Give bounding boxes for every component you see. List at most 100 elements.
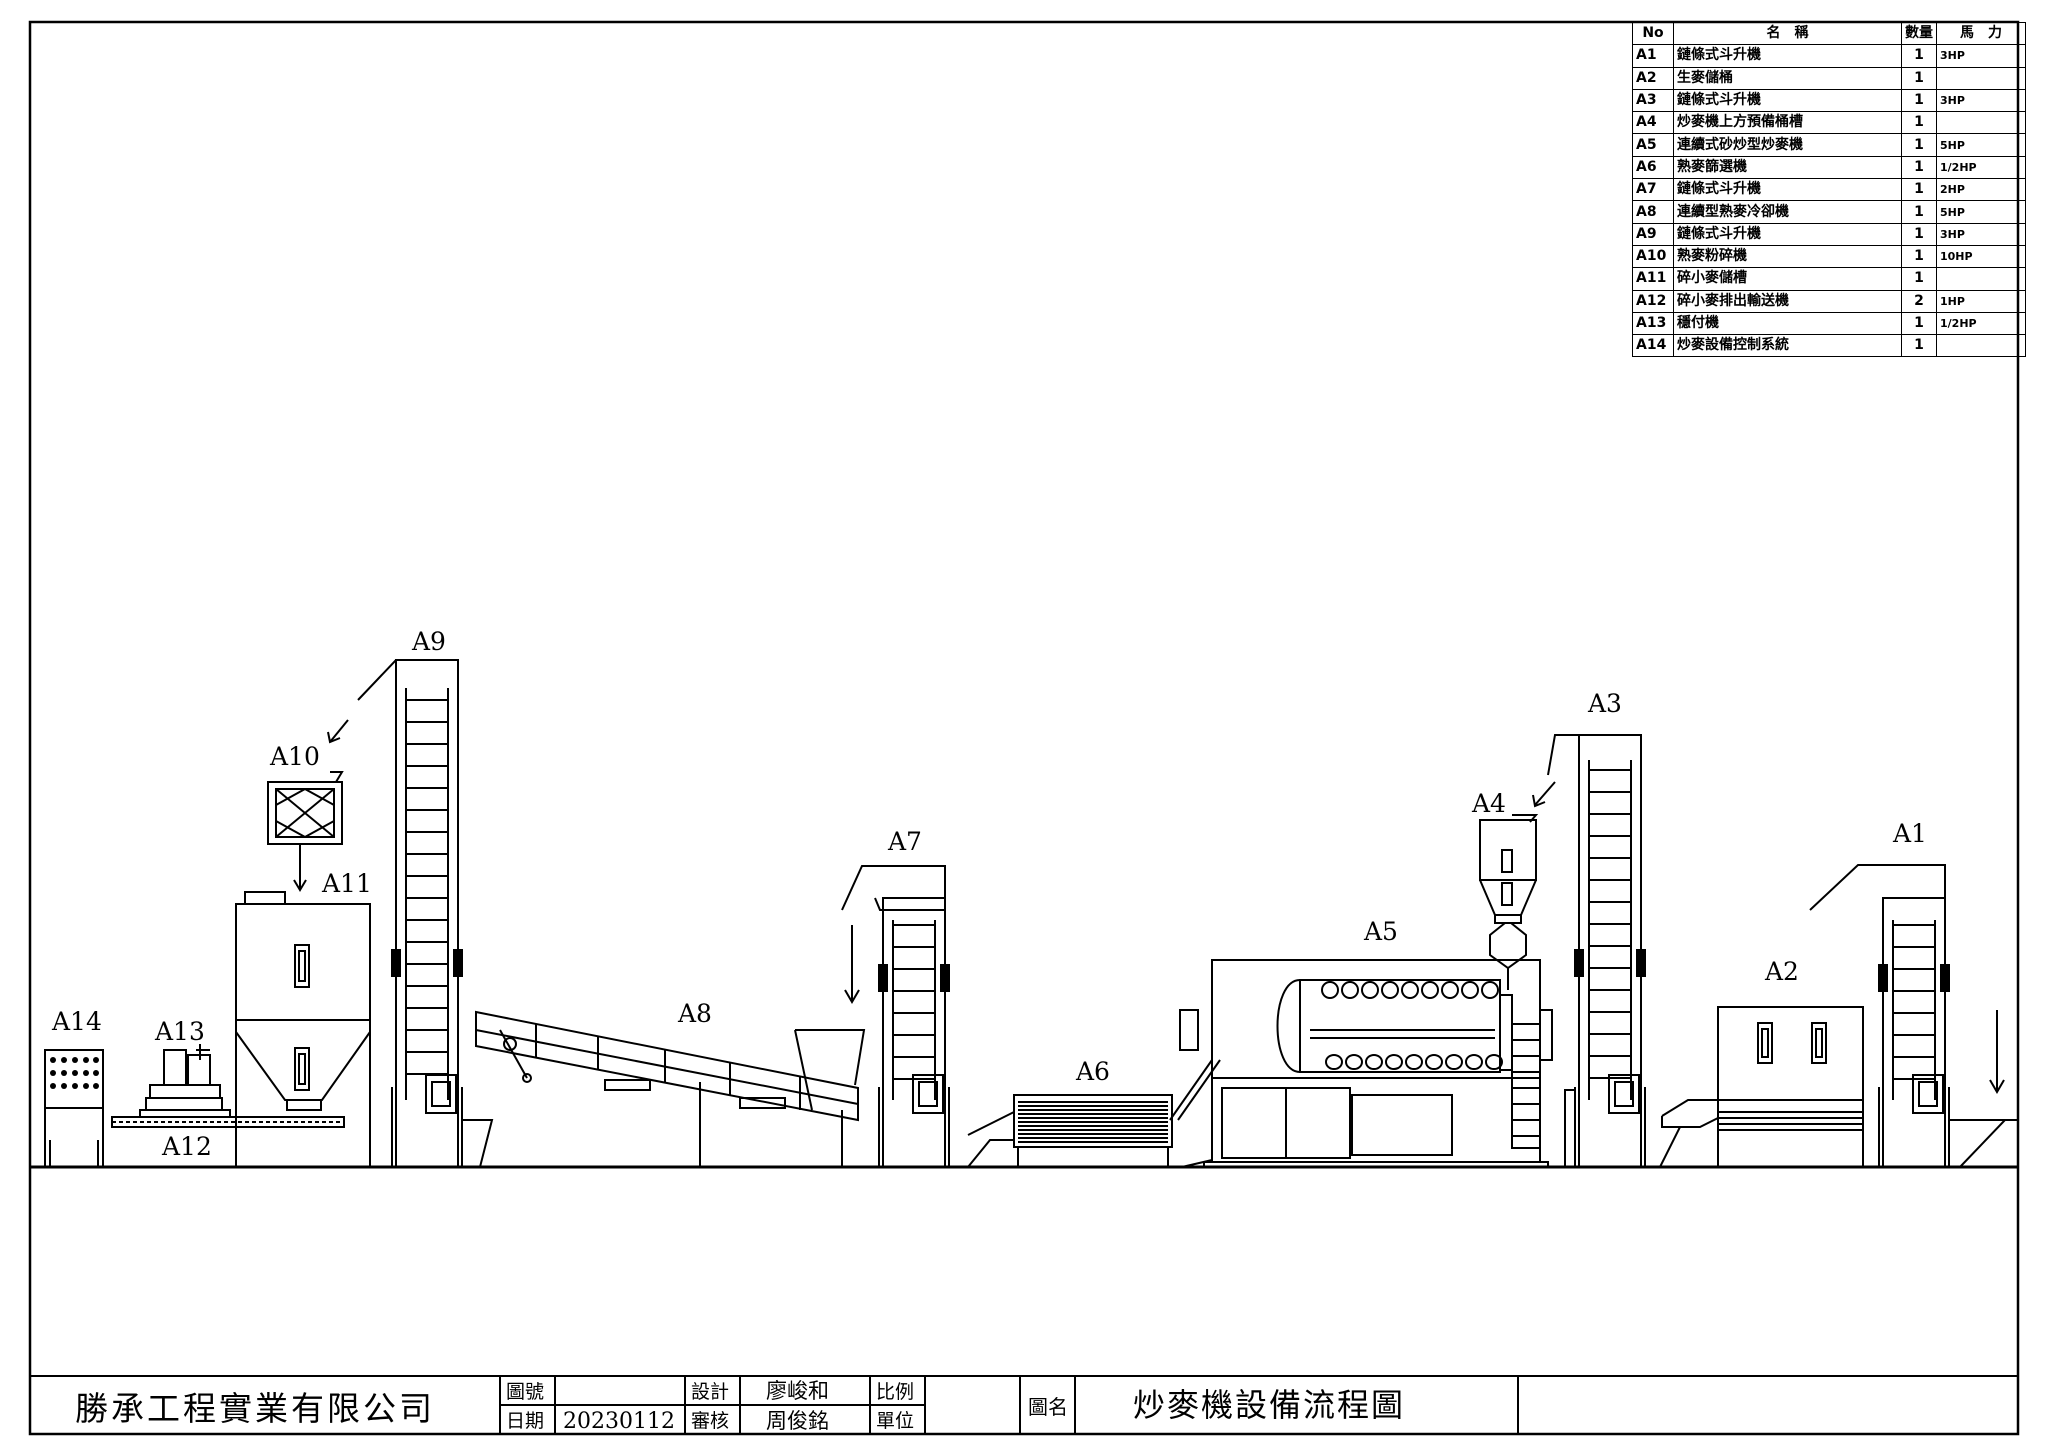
part-qty: 1	[1901, 244, 1937, 269]
discharge-conveyor-a12	[111, 1116, 345, 1128]
part-qty: 1	[1901, 311, 1937, 336]
part-qty: 1	[1901, 155, 1937, 180]
bucket-elevator-a3	[1547, 734, 1646, 1168]
control-panel-a14	[44, 1049, 104, 1168]
parts-list-header: No 名 稱 數量 馬 力	[1632, 21, 2026, 46]
sieve-a6	[967, 1094, 1173, 1168]
part-no: A12	[1632, 289, 1674, 313]
part-hp: 10HP	[1936, 244, 2026, 269]
label-a4: A4	[1471, 789, 1506, 818]
part-qty: 1	[1901, 44, 1937, 68]
part-qty: 1	[1901, 111, 1937, 135]
part-hp	[1936, 334, 2026, 358]
drawing-title: 炒麥機設備流程圖	[1133, 1386, 1405, 1424]
pulverizer-a10	[267, 719, 349, 892]
part-qty: 1	[1901, 133, 1937, 157]
bucket-elevator-a7	[841, 865, 950, 1168]
date-label: 日期	[506, 1410, 544, 1432]
part-hp: 1/2HP	[1936, 311, 2026, 336]
part-qty: 1	[1901, 66, 1937, 90]
header-qty: 數量	[1901, 21, 1937, 46]
storage-silo-a11	[235, 891, 371, 1167]
part-name: 熟麥粉碎機	[1673, 244, 1902, 269]
label-a5: A5	[1363, 917, 1398, 946]
label-a13: A13	[154, 1017, 205, 1046]
part-hp: 5HP	[1936, 200, 2026, 224]
storage-bin-a2	[1659, 1006, 1864, 1168]
part-no: A14	[1632, 334, 1674, 358]
part-qty: 1	[1901, 222, 1937, 246]
drawing-no-label: 圖號	[506, 1381, 544, 1403]
part-qty: 1	[1901, 200, 1937, 224]
designer-name: 廖峻和	[766, 1379, 829, 1403]
design-label: 設計	[691, 1381, 729, 1403]
packing-machine-a13	[139, 1044, 231, 1118]
part-hp: 3HP	[1936, 44, 2026, 68]
bucket-elevator-a1	[1809, 864, 2018, 1168]
date-value: 20230112	[563, 1409, 675, 1434]
part-name: 鏈條式斗升機	[1673, 178, 1902, 202]
part-name: 熟麥篩選機	[1673, 155, 1902, 180]
part-name: 碎小麥儲槽	[1673, 267, 1902, 291]
part-name: 碎小麥排出輸送機	[1673, 289, 1902, 313]
part-name: 生麥儲桶	[1673, 66, 1902, 90]
part-hp: 1/2HP	[1936, 155, 2026, 180]
part-no: A8	[1632, 200, 1674, 224]
part-name: 連續型熟麥冷卻機	[1673, 200, 1902, 224]
part-no: A13	[1632, 311, 1674, 336]
part-no: A7	[1632, 178, 1674, 202]
label-a8: A8	[677, 999, 712, 1028]
part-name: 鏈條式斗升機	[1673, 88, 1902, 113]
part-no: A4	[1632, 111, 1674, 135]
part-no: A5	[1632, 133, 1674, 157]
bucket-elevator-a9	[357, 659, 494, 1168]
part-name: 連續式砂炒型炒麥機	[1673, 133, 1902, 157]
part-hp: 3HP	[1936, 88, 2026, 113]
reviewer-name: 周俊銘	[766, 1409, 829, 1433]
hopper-a4	[1479, 781, 1556, 990]
part-name: 炒麥設備控制系統	[1673, 334, 1902, 358]
part-hp	[1936, 267, 2026, 291]
part-hp: 5HP	[1936, 133, 2026, 157]
header-hp: 馬 力	[1936, 21, 2026, 46]
part-no: A10	[1632, 244, 1674, 269]
part-no: A2	[1632, 66, 1674, 90]
drawing-border	[28, 20, 2020, 1436]
part-no: A3	[1632, 88, 1674, 113]
part-name: 穩付機	[1673, 311, 1902, 336]
part-hp: 3HP	[1936, 222, 2026, 246]
drawing-title-label: 圖名	[1028, 1395, 1068, 1419]
review-label: 審核	[691, 1410, 729, 1432]
label-a12: A12	[161, 1132, 212, 1161]
label-a1: A1	[1892, 819, 1927, 848]
header-name: 名 稱	[1673, 21, 1902, 46]
label-a11: A11	[321, 869, 372, 898]
part-no: A6	[1632, 155, 1674, 180]
part-hp	[1936, 66, 2026, 90]
part-hp	[1936, 111, 2026, 135]
part-qty: 1	[1901, 267, 1937, 291]
cooler-a8	[475, 1010, 866, 1167]
unit-label: 單位	[876, 1410, 914, 1432]
label-a10: A10	[269, 742, 320, 771]
label-a2: A2	[1764, 957, 1799, 986]
roaster-a5	[1169, 959, 1553, 1168]
header-no: No	[1632, 21, 1674, 46]
part-qty: 1	[1901, 334, 1937, 358]
label-a14: A14	[51, 1007, 102, 1036]
label-a7: A7	[887, 827, 922, 856]
part-qty: 1	[1901, 178, 1937, 202]
label-a9: A9	[411, 627, 446, 656]
